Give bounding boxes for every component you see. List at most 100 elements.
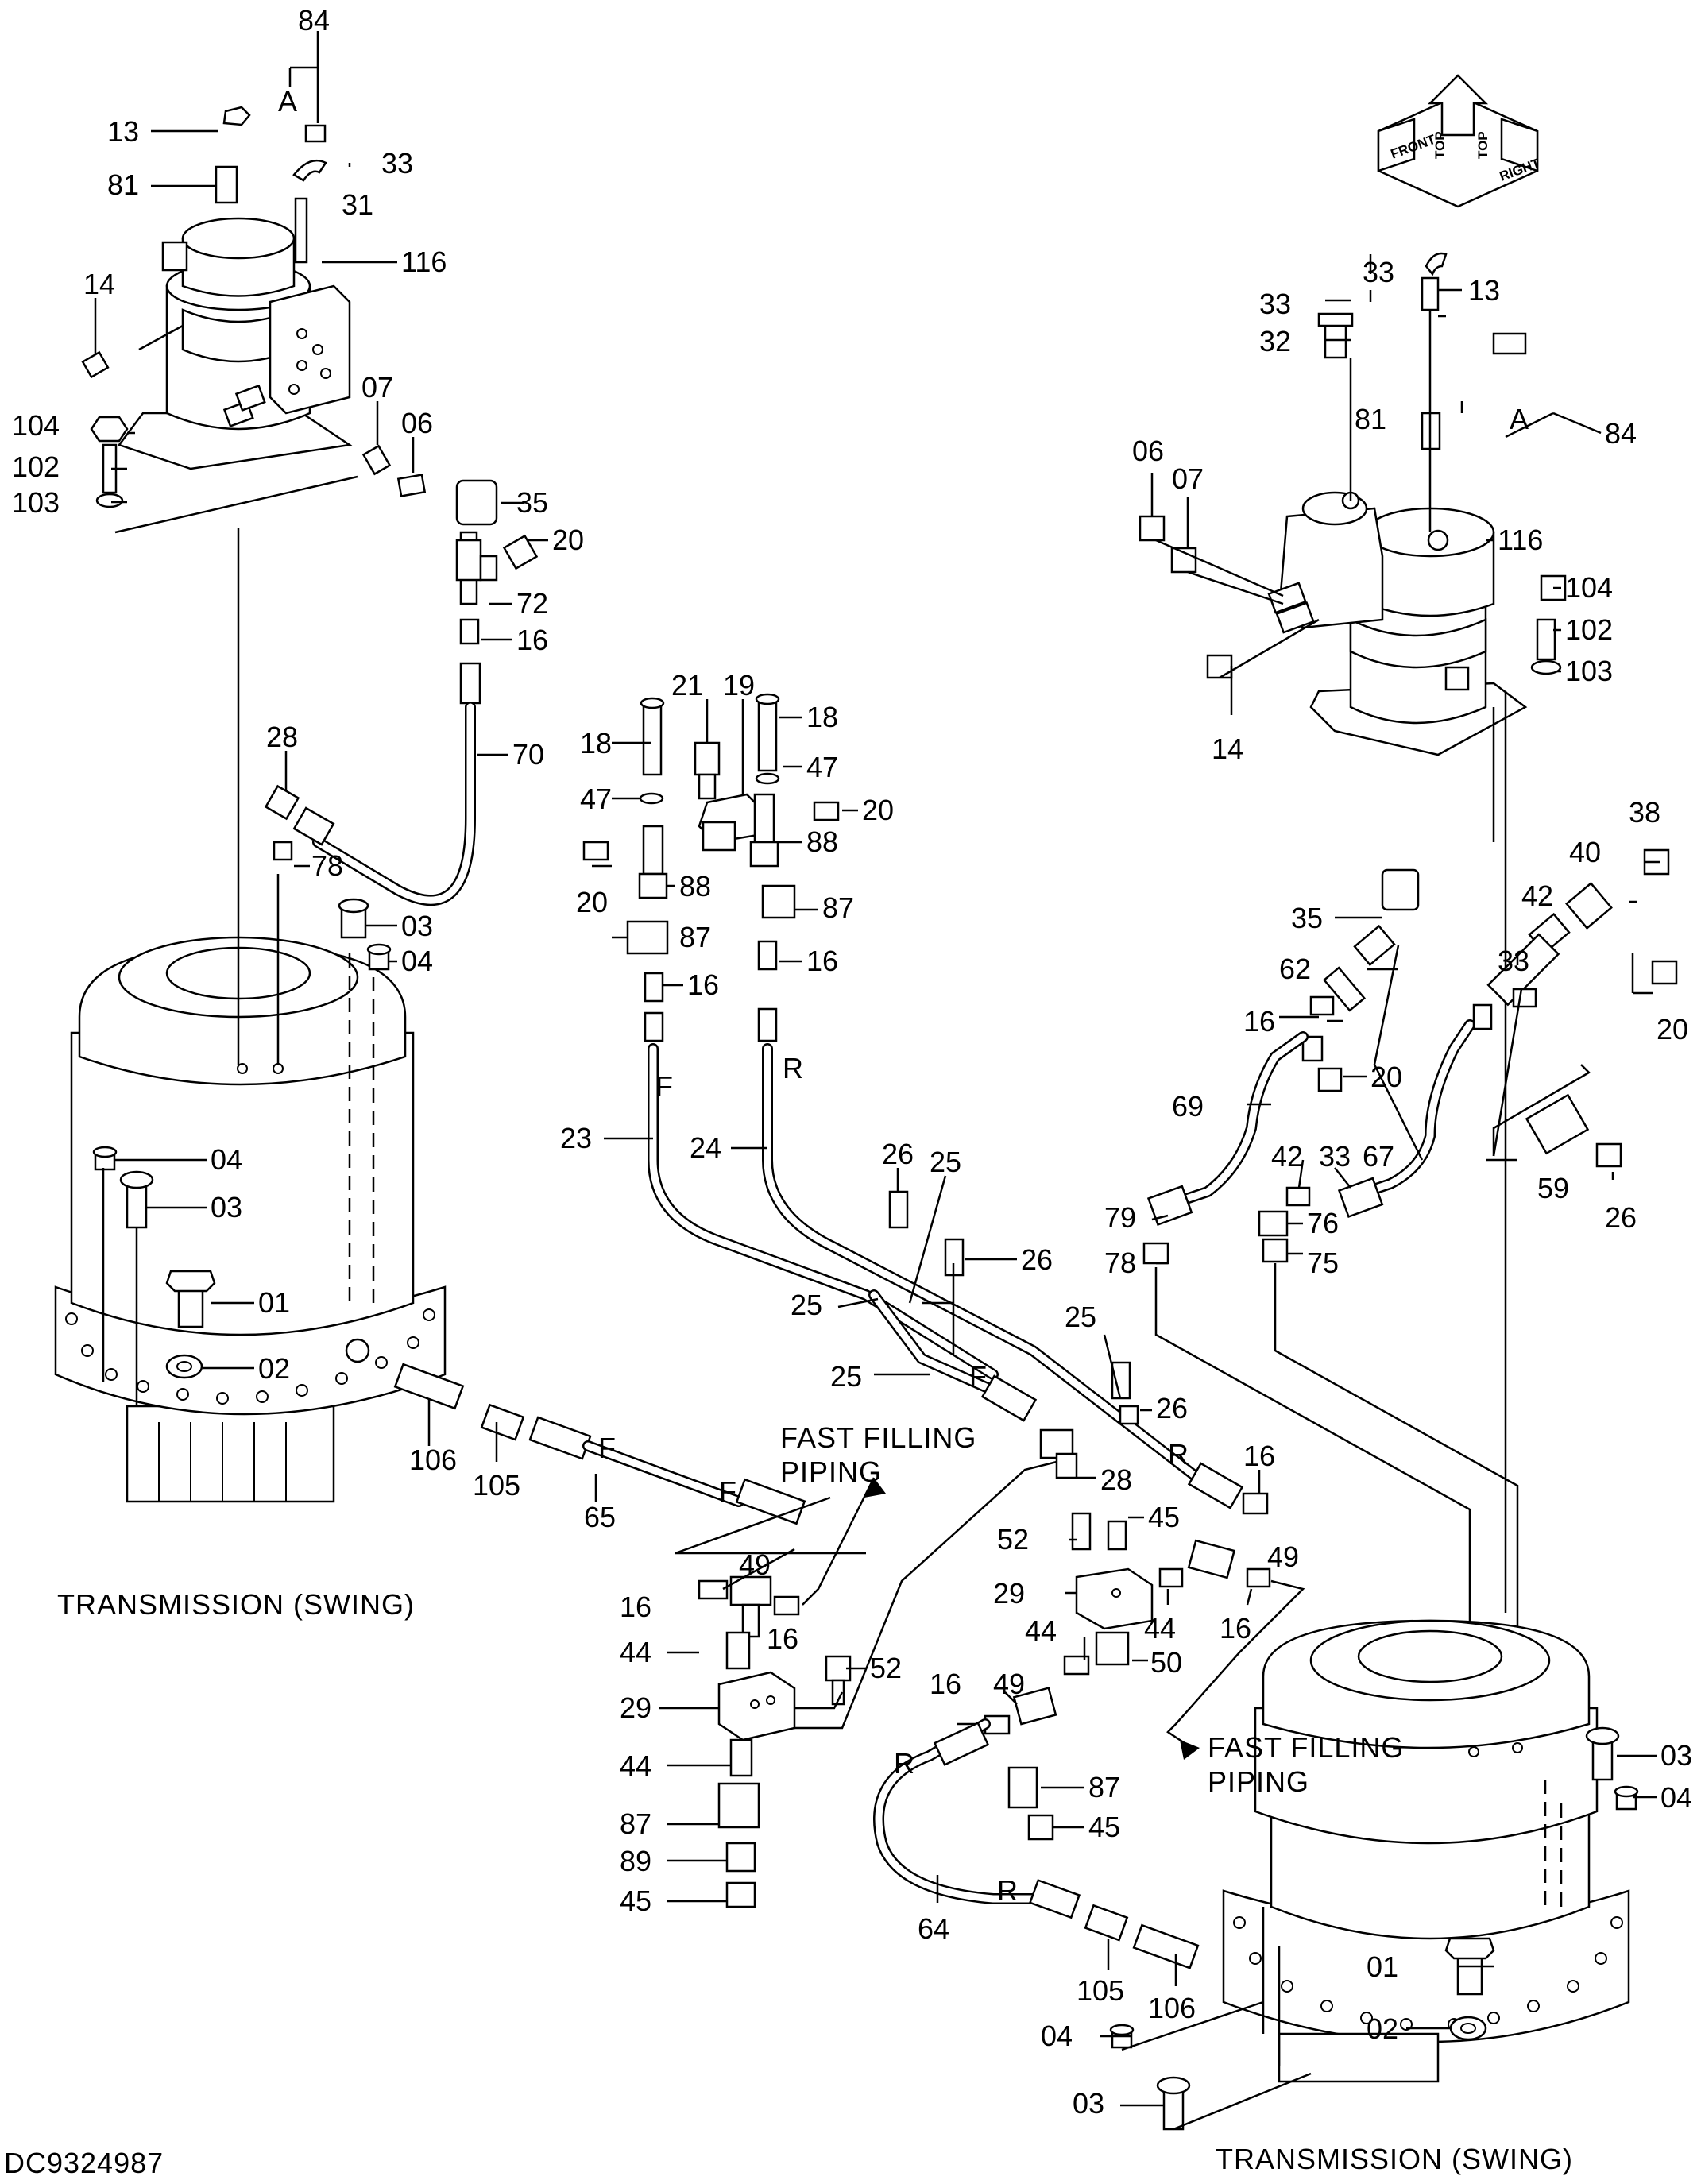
callout-07: 07 bbox=[361, 371, 393, 404]
callout-26-d: 26 bbox=[1605, 1201, 1637, 1234]
callout-16: 16 bbox=[516, 624, 548, 656]
callout-21: 21 bbox=[671, 669, 703, 702]
view-and-hose-marks: A A F R F R F F R R bbox=[278, 85, 1529, 1907]
callout-25: 25 bbox=[930, 1146, 961, 1178]
transmission-caption-left: TRANSMISSION (SWING) bbox=[57, 1588, 415, 1621]
left-swing-motor bbox=[81, 31, 427, 534]
callout-16-b: 16 bbox=[687, 968, 719, 1001]
callout-20-d: 20 bbox=[1657, 1013, 1688, 1046]
callout-67: 67 bbox=[1363, 1140, 1394, 1173]
callout-25-c: 25 bbox=[830, 1360, 862, 1393]
callout-87-b: 87 bbox=[822, 891, 854, 924]
callout-35: 35 bbox=[516, 486, 548, 519]
callout-25-b: 25 bbox=[791, 1289, 822, 1321]
hose-mark-f-65a: F bbox=[598, 1432, 616, 1464]
callout-69: 69 bbox=[1172, 1090, 1204, 1123]
callout-25-d: 25 bbox=[1065, 1301, 1096, 1333]
callout-01: 01 bbox=[258, 1286, 290, 1319]
callout-16-h: 16 bbox=[930, 1668, 961, 1700]
callout-44-c: 44 bbox=[1144, 1612, 1176, 1645]
callout-59: 59 bbox=[1537, 1172, 1569, 1204]
callout-64: 64 bbox=[918, 1912, 949, 1945]
callout-20-b: 20 bbox=[576, 886, 608, 918]
callout-45: 45 bbox=[620, 1884, 651, 1917]
callout-87-c: 87 bbox=[620, 1807, 651, 1840]
callout-62: 62 bbox=[1279, 953, 1311, 985]
callout-116: 116 bbox=[401, 245, 447, 278]
callout-29: 29 bbox=[620, 1691, 651, 1724]
callout-88: 88 bbox=[679, 870, 711, 903]
fast-filling-caption-2-line2: PIPING bbox=[1208, 1765, 1309, 1798]
callout-45-b: 45 bbox=[1148, 1501, 1180, 1533]
callout-03-b: 03 bbox=[211, 1191, 242, 1223]
callout-14-b: 14 bbox=[1212, 733, 1243, 765]
callout-42: 42 bbox=[1521, 879, 1553, 912]
callout-03-c: 03 bbox=[1660, 1739, 1692, 1772]
hose-mark-f-23: F bbox=[655, 1070, 673, 1103]
callout-06: 06 bbox=[401, 407, 433, 439]
right-transmission bbox=[1100, 1619, 1657, 2131]
view-mark-a-right: A bbox=[1510, 403, 1529, 435]
orientation-indicator: FRONT TOP TOP RIGHT bbox=[1377, 74, 1543, 208]
hose-mark-f-25: F bbox=[969, 1360, 987, 1393]
callout-19: 19 bbox=[723, 669, 755, 702]
callout-04-d: 04 bbox=[1041, 2020, 1073, 2052]
callout-81: 81 bbox=[107, 168, 139, 201]
right-swing-motor bbox=[1139, 252, 1602, 1613]
callout-47: 47 bbox=[580, 783, 612, 815]
callout-33-f: 33 bbox=[1319, 1140, 1351, 1173]
callout-16-c: 16 bbox=[806, 945, 838, 977]
callout-42-b: 42 bbox=[1271, 1140, 1303, 1173]
callout-20-e: 20 bbox=[1370, 1061, 1402, 1093]
callout-24: 24 bbox=[690, 1131, 721, 1164]
callout-116-b: 116 bbox=[1498, 524, 1543, 556]
left-transmission bbox=[54, 528, 447, 1503]
callout-02-b: 02 bbox=[1367, 2012, 1398, 2045]
callout-65: 65 bbox=[584, 1501, 616, 1533]
callout-16-e: 16 bbox=[620, 1591, 651, 1623]
callout-102: 102 bbox=[12, 450, 60, 483]
callout-52: 52 bbox=[870, 1652, 902, 1684]
callout-103-b: 103 bbox=[1565, 655, 1613, 687]
drawing-number: DC9324987 bbox=[4, 2147, 164, 2179]
callout-102-b: 102 bbox=[1565, 613, 1613, 646]
callout-29-b: 29 bbox=[993, 1577, 1025, 1610]
callout-03-d: 03 bbox=[1073, 2087, 1104, 2120]
callout-78: 78 bbox=[311, 849, 343, 882]
orientation-top-label-2: TOP bbox=[1475, 131, 1490, 159]
callout-75: 75 bbox=[1307, 1247, 1339, 1279]
callout-105-b: 105 bbox=[1077, 1974, 1124, 2007]
callout-32: 32 bbox=[1259, 325, 1291, 358]
fast-filling-caption-2-line1: FAST FILLING bbox=[1208, 1731, 1404, 1764]
callout-18-b: 18 bbox=[806, 701, 838, 733]
callout-89: 89 bbox=[620, 1845, 651, 1877]
callout-45-c: 45 bbox=[1088, 1811, 1120, 1843]
callout-49-b: 49 bbox=[1267, 1540, 1299, 1573]
callout-44-b: 44 bbox=[620, 1749, 651, 1782]
callout-35-b: 35 bbox=[1291, 902, 1323, 934]
fast-filling-caption-1-line1: FAST FILLING bbox=[780, 1421, 976, 1454]
callout-26: 26 bbox=[882, 1138, 914, 1170]
callout-44-d: 44 bbox=[1025, 1614, 1057, 1647]
callout-26-b: 26 bbox=[1021, 1243, 1053, 1276]
view-mark-a-left: A bbox=[278, 85, 297, 118]
callout-14: 14 bbox=[83, 268, 115, 300]
right-piping-assembly bbox=[1142, 848, 1678, 1668]
callout-106: 106 bbox=[409, 1444, 457, 1476]
callout-20-c: 20 bbox=[862, 794, 894, 826]
callout-20: 20 bbox=[552, 524, 584, 556]
callout-79: 79 bbox=[1104, 1201, 1136, 1234]
callout-50: 50 bbox=[1150, 1646, 1182, 1679]
callout-106-b: 106 bbox=[1148, 1992, 1196, 2024]
callout-104: 104 bbox=[12, 409, 60, 442]
callout-81-b: 81 bbox=[1355, 403, 1386, 435]
callout-labels: 84 13 81 33 31 116 14 104 102 103 07 06 … bbox=[12, 4, 1692, 2120]
callout-18: 18 bbox=[580, 727, 612, 760]
callout-49-c: 49 bbox=[993, 1668, 1025, 1700]
callout-28: 28 bbox=[266, 721, 298, 753]
callout-16-f: 16 bbox=[767, 1622, 798, 1655]
callout-33-d: 33 bbox=[1259, 288, 1291, 320]
callout-33-e: 33 bbox=[1498, 945, 1529, 977]
callout-105: 105 bbox=[473, 1469, 520, 1502]
